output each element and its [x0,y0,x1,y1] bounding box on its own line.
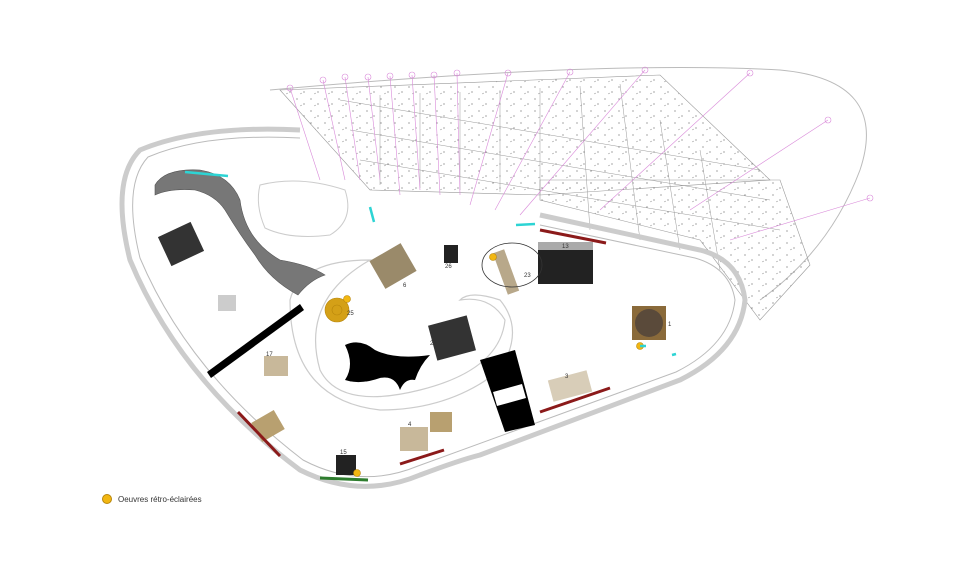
label-6: 6 [403,283,407,289]
roof-grid [339,83,781,271]
artwork-23[interactable] [492,249,520,295]
axis-lines [286,66,874,241]
label-4: 4 [408,422,412,428]
label-3: 3 [565,374,569,380]
light-fixtures [184,170,677,357]
group-outline [481,242,543,288]
label-13: 13 [562,244,569,250]
upper-island [257,180,349,237]
grey-ramp-sculpture [154,169,326,296]
artwork-26[interactable] [444,245,458,263]
label-22: 22 [430,341,437,347]
label-1: 1 [668,322,672,328]
benches [236,228,611,482]
black-sculpture [345,342,430,390]
artwork-6[interactable] [369,243,417,289]
label-15: 15 [340,450,347,456]
artwork-3[interactable] [547,370,593,402]
artwork-left-mid[interactable] [218,295,236,311]
artwork-17[interactable] [264,356,288,376]
legend: Oeuvres rétro-éclairées [102,494,202,504]
legend-backlit-label: Oeuvres rétro-éclairées [118,494,202,504]
roof-outline [269,67,867,301]
gallery-outer-wall [119,126,748,489]
black-partition-wall [207,304,304,378]
artwork-5[interactable] [430,412,452,432]
artwork-4[interactable] [400,427,428,451]
backlit-dot-icon [102,494,112,504]
island-ramp [289,259,513,411]
artwork-22[interactable] [428,315,476,361]
label-25: 25 [347,311,354,317]
artworks [157,221,666,475]
white-gap [493,384,526,406]
label-17: 17 [266,352,273,358]
backlit-markers [324,253,644,477]
artwork-left-top[interactable] [157,221,205,267]
label-26: 26 [445,264,452,270]
artwork-15[interactable] [336,455,356,475]
label-23: 23 [524,273,531,279]
